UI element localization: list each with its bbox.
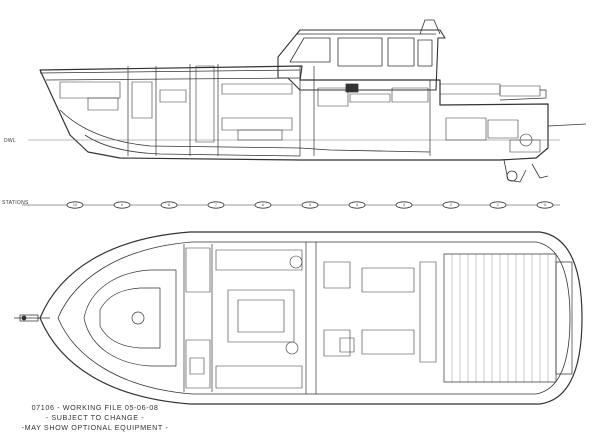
- side-window-2: [387, 37, 415, 67]
- deck-line: [45, 77, 301, 81]
- keel-line: [84, 134, 301, 157]
- station-tag: [395, 201, 413, 209]
- side-window-1: [337, 37, 383, 67]
- station-number: 5: [308, 202, 312, 207]
- optional-equipment-note: -MAY SHOW OPTIONAL EQUIPMENT -: [21, 423, 169, 432]
- station-number: 4: [355, 202, 359, 207]
- station-number: 7: [214, 202, 218, 207]
- radar-post: [419, 19, 441, 35]
- plan-bulkheads: [183, 242, 317, 394]
- profile-view: [28, 19, 587, 183]
- plan-hull-outline: [39, 231, 583, 405]
- station-tag: [536, 201, 554, 209]
- side-window-3: [417, 39, 433, 67]
- chine-line: [59, 109, 431, 153]
- station-number: 2: [449, 202, 453, 207]
- swim-platform: [555, 261, 573, 375]
- cockpit-deck: [443, 253, 557, 383]
- station-tag: [348, 201, 366, 209]
- bulkheads: [127, 64, 431, 156]
- station-number: 1: [496, 202, 500, 207]
- working-file-note: 07106 - WORKING FILE 05-06-08: [31, 403, 159, 412]
- station-tag: [207, 201, 225, 209]
- station-number: 3: [402, 202, 406, 207]
- stations-label: STATIONS: [2, 200, 29, 206]
- gunwale-inner: [57, 241, 571, 395]
- bow-anchor: [14, 314, 50, 322]
- sheer-line: [39, 69, 301, 74]
- plan-view: [14, 231, 583, 405]
- forward-cabin: [83, 269, 177, 367]
- station-tag: [160, 201, 178, 209]
- cabin-furniture: [185, 247, 303, 389]
- station-tag: [66, 201, 84, 209]
- station-number: 0: [543, 202, 547, 207]
- subject-to-change-note: - SUBJECT TO CHANGE -: [45, 413, 145, 422]
- station-tag: [301, 201, 319, 209]
- station-number: 6: [261, 202, 265, 207]
- waterline-label: DWL: [4, 138, 17, 144]
- helm-console: [345, 83, 359, 93]
- station-tag: [489, 201, 507, 209]
- cabin-top: [277, 29, 446, 91]
- station-tag: [113, 201, 131, 209]
- windshield: [289, 37, 331, 63]
- interior-furniture: [59, 65, 541, 143]
- station-number: 8: [167, 202, 171, 207]
- station-number: 10: [72, 202, 78, 207]
- stations-row: [22, 201, 560, 209]
- hull-outline: [39, 65, 549, 161]
- running-gear: [503, 123, 587, 183]
- station-number: 9: [120, 202, 124, 207]
- station-tag: [254, 201, 272, 209]
- station-tag: [442, 201, 460, 209]
- engine: [445, 117, 541, 153]
- cockpit-rail: [499, 89, 547, 101]
- salon-seating: [323, 261, 437, 363]
